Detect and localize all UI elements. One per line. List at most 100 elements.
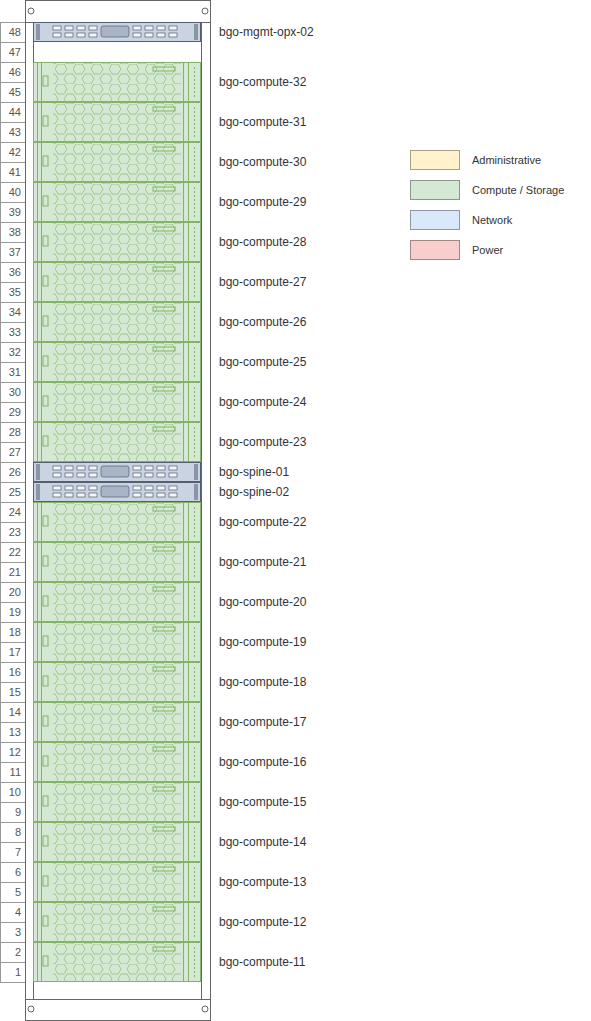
unit-gridline <box>0 62 25 63</box>
server-grille <box>53 703 181 741</box>
rack-screw <box>28 1006 34 1012</box>
unit-gridline <box>0 222 25 223</box>
switch-port <box>77 26 85 30</box>
switch-port <box>65 33 73 37</box>
server-tab <box>153 427 175 431</box>
legend-label: Administrative <box>472 150 541 170</box>
server-grille <box>53 223 181 261</box>
switch-port <box>133 466 141 470</box>
switch-port <box>169 486 177 490</box>
server-tab <box>153 907 175 911</box>
server-rail <box>188 503 189 541</box>
switch-panel <box>101 466 129 477</box>
server-leds <box>194 147 195 177</box>
device-illustration <box>33 662 201 702</box>
server-body <box>34 183 201 222</box>
server-body <box>34 423 201 462</box>
server-rail <box>41 103 42 141</box>
server-tab <box>153 267 175 271</box>
server-body <box>34 303 201 342</box>
server-handle <box>43 916 48 926</box>
server-rail <box>37 183 38 221</box>
server-handle <box>43 796 48 806</box>
server-rail <box>188 783 189 821</box>
unit-number: 10 <box>0 782 21 802</box>
unit-number: 6 <box>0 862 21 882</box>
server-rail <box>188 263 189 301</box>
switch-port <box>89 486 97 490</box>
unit-number: 42 <box>0 142 21 162</box>
device-illustration <box>33 262 201 302</box>
switch-port <box>133 486 141 490</box>
server-rail <box>37 143 38 181</box>
server-leds <box>194 347 195 377</box>
switch-port <box>145 466 153 470</box>
server-rail <box>183 823 184 861</box>
server-rail <box>41 223 42 261</box>
server-handle <box>43 956 48 966</box>
server-rail <box>37 903 38 941</box>
unit-gridline <box>0 482 25 483</box>
switch-port <box>65 493 73 497</box>
server-tab <box>153 867 175 871</box>
switch-port <box>145 473 153 477</box>
server-tab <box>153 147 175 151</box>
server-grille <box>53 743 181 781</box>
unit-gridline <box>0 742 25 743</box>
unit-gridline <box>0 522 25 523</box>
server-rail <box>183 223 184 261</box>
server-body <box>34 783 201 822</box>
unit-number: 12 <box>0 742 21 762</box>
server-rail <box>41 143 42 181</box>
server-grille <box>53 63 181 101</box>
server-rail <box>188 863 189 901</box>
unit-number: 43 <box>0 122 21 142</box>
unit-number: 28 <box>0 422 21 442</box>
unit-gridline <box>0 802 25 803</box>
server-leds <box>194 787 195 817</box>
server-grille <box>53 543 181 581</box>
server-handle <box>43 156 48 166</box>
server-rail <box>188 543 189 581</box>
server-rail <box>37 743 38 781</box>
server-rail <box>41 783 42 821</box>
switch-ear <box>194 24 198 40</box>
unit-number: 15 <box>0 682 21 702</box>
server-rail <box>41 623 42 661</box>
server-body <box>34 823 201 862</box>
switch-port <box>157 473 165 477</box>
server-rail <box>188 143 189 181</box>
unit-gridline <box>0 162 25 163</box>
unit-gridline <box>0 822 25 823</box>
server-body <box>34 103 201 142</box>
device-illustration <box>33 942 201 982</box>
server-rail <box>41 383 42 421</box>
server-rail <box>37 543 38 581</box>
server-leds <box>194 387 195 417</box>
server-handle <box>43 556 48 566</box>
server-handle <box>43 516 48 526</box>
server-rail <box>183 583 184 621</box>
server-rail <box>188 903 189 941</box>
unit-number: 47 <box>0 42 21 62</box>
switch-body <box>34 23 201 42</box>
network-device: bgo-spine-02 <box>33 482 201 502</box>
switch-port <box>77 486 85 490</box>
server-rail <box>41 903 42 941</box>
switch-port <box>77 466 85 470</box>
unit-gridline <box>0 102 25 103</box>
server-rail <box>188 623 189 661</box>
server-rail <box>41 823 42 861</box>
unit-gridline <box>0 42 25 43</box>
server-rail <box>37 223 38 261</box>
device-name: bgo-compute-16 <box>219 742 306 782</box>
server-rail <box>188 663 189 701</box>
server-rail <box>188 703 189 741</box>
unit-gridline <box>0 762 25 763</box>
switch-port <box>53 493 61 497</box>
server-grille <box>53 383 181 421</box>
server-rail <box>183 663 184 701</box>
server-grille <box>53 943 181 981</box>
device-illustration <box>33 22 201 42</box>
unit-number: 18 <box>0 622 21 642</box>
